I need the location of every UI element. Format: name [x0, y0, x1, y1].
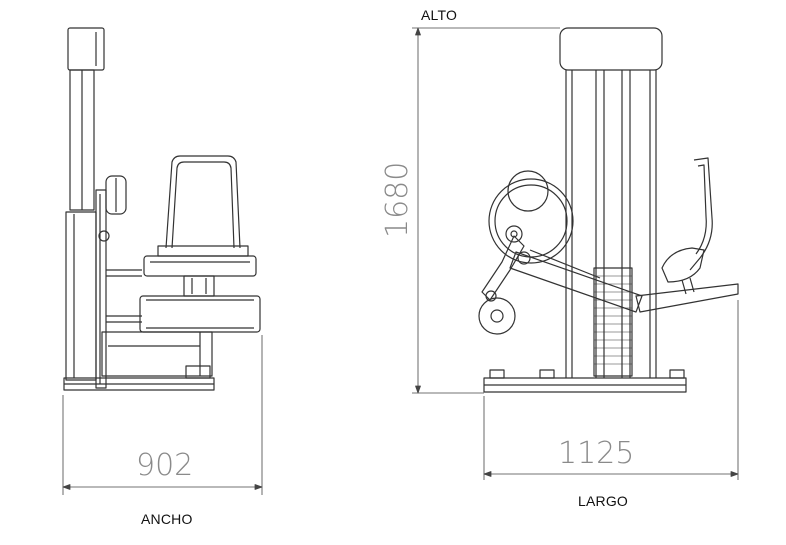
- height-caption: ALTO: [421, 7, 458, 23]
- width-dimension-value: 902: [136, 448, 194, 483]
- length-caption: LARGO: [578, 493, 629, 509]
- length-dimension-value: 1125: [558, 436, 635, 471]
- front-view: [62, 27, 263, 495]
- side-view: [412, 27, 739, 480]
- width-caption: ANCHO: [141, 511, 193, 527]
- height-dimension-value: 1680: [380, 161, 415, 238]
